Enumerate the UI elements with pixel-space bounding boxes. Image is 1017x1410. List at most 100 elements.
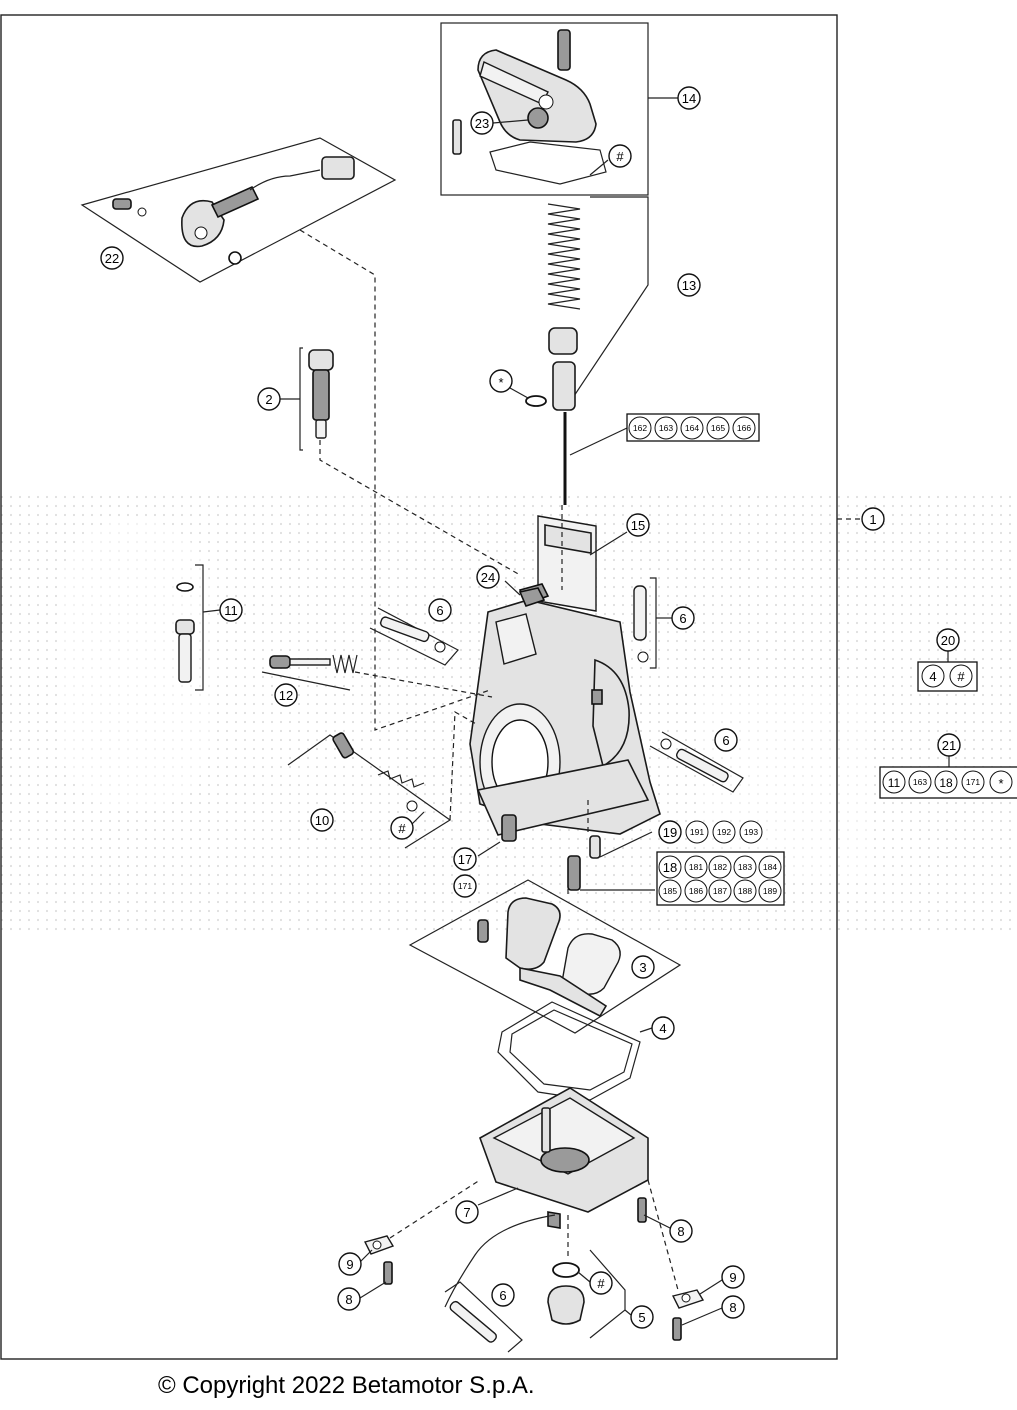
- callout-189[interactable]: 189: [758, 879, 782, 903]
- callout-163[interactable]: 163: [654, 416, 678, 440]
- callout-20-item-hash[interactable]: #: [949, 664, 973, 688]
- callout-10[interactable]: 10: [310, 808, 334, 832]
- callout-3[interactable]: 3: [631, 955, 655, 979]
- callout-164[interactable]: 164: [680, 416, 704, 440]
- callout-8-right-top[interactable]: 8: [669, 1219, 693, 1243]
- svg-text:14: 14: [682, 91, 696, 106]
- group-19-options: 191 192 193: [685, 820, 763, 844]
- svg-text:9: 9: [729, 1270, 736, 1285]
- callout-6-right[interactable]: 6: [671, 606, 695, 630]
- callout-14[interactable]: 14: [677, 86, 701, 110]
- callout-6-left[interactable]: 6: [428, 598, 452, 622]
- svg-text:1: 1: [869, 512, 876, 527]
- callouts: 14 23 # 13 * 22 2 162 163 164 165 166 1 …: [100, 86, 1017, 1329]
- callout-166[interactable]: 166: [732, 416, 756, 440]
- callout-8-left[interactable]: 8: [337, 1287, 361, 1311]
- callout-11[interactable]: 11: [219, 598, 243, 622]
- callout-184[interactable]: 184: [758, 855, 782, 879]
- callout-185[interactable]: 185: [658, 879, 682, 903]
- float-assembly: [408, 879, 682, 1034]
- group-18-options: 18 181 182 183 184 185 186 187 188 189: [656, 851, 785, 906]
- callout-star-13[interactable]: *: [489, 369, 513, 393]
- float-bowl-gasket: [497, 1001, 641, 1101]
- kit-21-contents: 11 163 18 171 *: [879, 766, 1017, 799]
- callout-6-mid[interactable]: 6: [714, 728, 738, 752]
- callout-17[interactable]: 17: [453, 847, 477, 871]
- callout-2[interactable]: 2: [257, 387, 281, 411]
- callout-191[interactable]: 191: [685, 820, 709, 844]
- callout-192[interactable]: 192: [712, 820, 736, 844]
- callout-21-item-171[interactable]: 171: [961, 770, 985, 794]
- callout-162[interactable]: 162: [628, 416, 652, 440]
- callout-7[interactable]: 7: [455, 1200, 479, 1224]
- svg-text:8: 8: [677, 1224, 684, 1239]
- svg-text:187: 187: [713, 886, 727, 896]
- callout-21-item-18[interactable]: 18: [934, 770, 958, 794]
- svg-text:189: 189: [763, 886, 777, 896]
- dashed-leader-lines: [299, 229, 569, 895]
- air-screw: [175, 564, 204, 691]
- idle-adjust-screw: [261, 654, 493, 698]
- callout-188[interactable]: 188: [733, 879, 757, 903]
- slide-spring-assembly: [525, 196, 649, 411]
- svg-text:23: 23: [475, 116, 489, 131]
- callout-19[interactable]: 19: [658, 820, 682, 844]
- svg-text:21: 21: [942, 738, 956, 753]
- main-jet-assembly: [567, 800, 655, 891]
- svg-text:*: *: [998, 776, 1003, 791]
- callout-20-item-4[interactable]: 4: [921, 664, 945, 688]
- callout-21[interactable]: 21: [937, 733, 961, 757]
- callout-22[interactable]: 22: [100, 246, 124, 270]
- callout-5[interactable]: 5: [630, 1305, 654, 1329]
- svg-text:3: 3: [639, 960, 646, 975]
- svg-text:24: 24: [481, 570, 495, 585]
- callout-193[interactable]: 193: [739, 820, 763, 844]
- svg-text:6: 6: [722, 733, 729, 748]
- callout-hash-10[interactable]: #: [390, 816, 414, 840]
- callout-186[interactable]: 186: [684, 879, 708, 903]
- svg-text:193: 193: [744, 827, 758, 837]
- callout-21-item-163[interactable]: 163: [908, 770, 932, 794]
- callout-6-hose[interactable]: 6: [491, 1283, 515, 1307]
- callout-hash-5[interactable]: #: [589, 1271, 613, 1295]
- callout-165[interactable]: 165: [706, 416, 730, 440]
- callout-181[interactable]: 181: [684, 855, 708, 879]
- callout-9-right[interactable]: 9: [721, 1265, 745, 1289]
- callout-171[interactable]: 171: [453, 874, 477, 898]
- svg-text:17: 17: [458, 852, 472, 867]
- overflow-hose: [444, 1214, 556, 1353]
- callout-4[interactable]: 4: [651, 1016, 675, 1040]
- callout-23[interactable]: 23: [470, 111, 494, 135]
- callout-8-right-bottom[interactable]: 8: [721, 1295, 745, 1319]
- callout-hash-14[interactable]: #: [608, 144, 632, 168]
- callout-182[interactable]: 182: [708, 855, 732, 879]
- svg-text:*: *: [498, 375, 503, 390]
- callout-20[interactable]: 20: [936, 628, 960, 652]
- throttle-position-sensor: [80, 137, 397, 283]
- svg-text:15: 15: [631, 518, 645, 533]
- diagram-frame: [0, 14, 838, 1360]
- carburetor-top-cover: [440, 22, 649, 196]
- callout-12[interactable]: 12: [274, 683, 298, 707]
- svg-text:171: 171: [458, 881, 472, 891]
- svg-text:13: 13: [682, 278, 696, 293]
- svg-text:185: 185: [663, 886, 677, 896]
- pilot-jet: [477, 814, 517, 857]
- callout-21-item-star[interactable]: *: [989, 770, 1013, 794]
- callout-21-item-11[interactable]: 11: [882, 770, 906, 794]
- callout-1[interactable]: 1: [861, 507, 885, 531]
- callout-9-left[interactable]: 9: [338, 1252, 362, 1276]
- callout-13[interactable]: 13: [677, 273, 701, 297]
- svg-text:#: #: [398, 821, 406, 836]
- callout-18[interactable]: 18: [658, 855, 682, 879]
- callout-15[interactable]: 15: [626, 513, 650, 537]
- cable-guide: [504, 580, 546, 607]
- svg-text:11: 11: [224, 603, 238, 618]
- throttle-stop-screw: [299, 347, 521, 576]
- callout-24[interactable]: 24: [476, 565, 500, 589]
- callout-183[interactable]: 183: [733, 855, 757, 879]
- callout-187[interactable]: 187: [708, 879, 732, 903]
- svg-text:5: 5: [638, 1310, 645, 1325]
- svg-text:9: 9: [346, 1257, 353, 1272]
- svg-text:166: 166: [737, 423, 751, 433]
